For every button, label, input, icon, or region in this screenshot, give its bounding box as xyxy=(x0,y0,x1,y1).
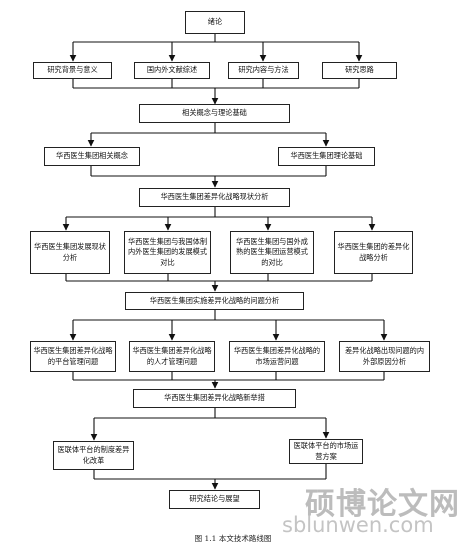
figure-caption: 图 1.1 本文技术路线图 xyxy=(194,534,272,543)
node-research-background: 研究背景与意义 xyxy=(33,62,112,79)
node-concepts: 华西医生集团相关概念 xyxy=(44,147,140,166)
node-system-reform: 医联体平台的制度差异化改革 xyxy=(53,441,134,470)
node-literature-review: 国内外文献综述 xyxy=(134,62,210,79)
node-status-analysis: 华西医生集团差异化战略现状分析 xyxy=(139,188,290,207)
node-intro: 绪论 xyxy=(185,11,245,34)
node-domestic-comparison: 华西医生集团与我国体制内外医生集团的发展模式对比 xyxy=(124,231,211,274)
node-market-operation-issue: 华西医生集团差异化战略的市场运营问题 xyxy=(229,341,325,372)
node-platform-management-issue: 华西医生集团差异化战略的平台管理问题 xyxy=(30,341,116,372)
node-conclusion: 研究结论与展望 xyxy=(169,490,260,509)
node-theory-foundation: 华西医生集团理论基础 xyxy=(278,147,375,166)
node-new-measures: 华西医生集团差异化战略新举措 xyxy=(133,389,296,408)
node-development-status: 华西医生集团发展现状分析 xyxy=(30,231,110,274)
node-content-method: 研究内容与方法 xyxy=(228,62,299,79)
node-research-approach: 研究思路 xyxy=(322,62,397,79)
node-foreign-comparison: 华西医生集团与国外成熟的医生集团运营模式的对比 xyxy=(230,231,314,274)
node-market-plan: 医联体平台的市场运营方案 xyxy=(289,439,363,464)
watermark-logo-text: 硕博论文网 xyxy=(305,487,460,522)
node-strategy-analysis: 华西医生集团的差异化战略分析 xyxy=(334,231,413,274)
node-talent-management-issue: 华西医生集团差异化战略的人才管理问题 xyxy=(129,341,215,372)
node-theory: 相关概念与理论基础 xyxy=(139,104,290,123)
node-problem-analysis: 华西医生集团实施差异化战略的问题分析 xyxy=(125,292,304,310)
node-cause-analysis: 差异化战略出现问题的内外部原因分析 xyxy=(339,341,430,372)
watermark-url: sblunwen.com xyxy=(282,513,434,537)
